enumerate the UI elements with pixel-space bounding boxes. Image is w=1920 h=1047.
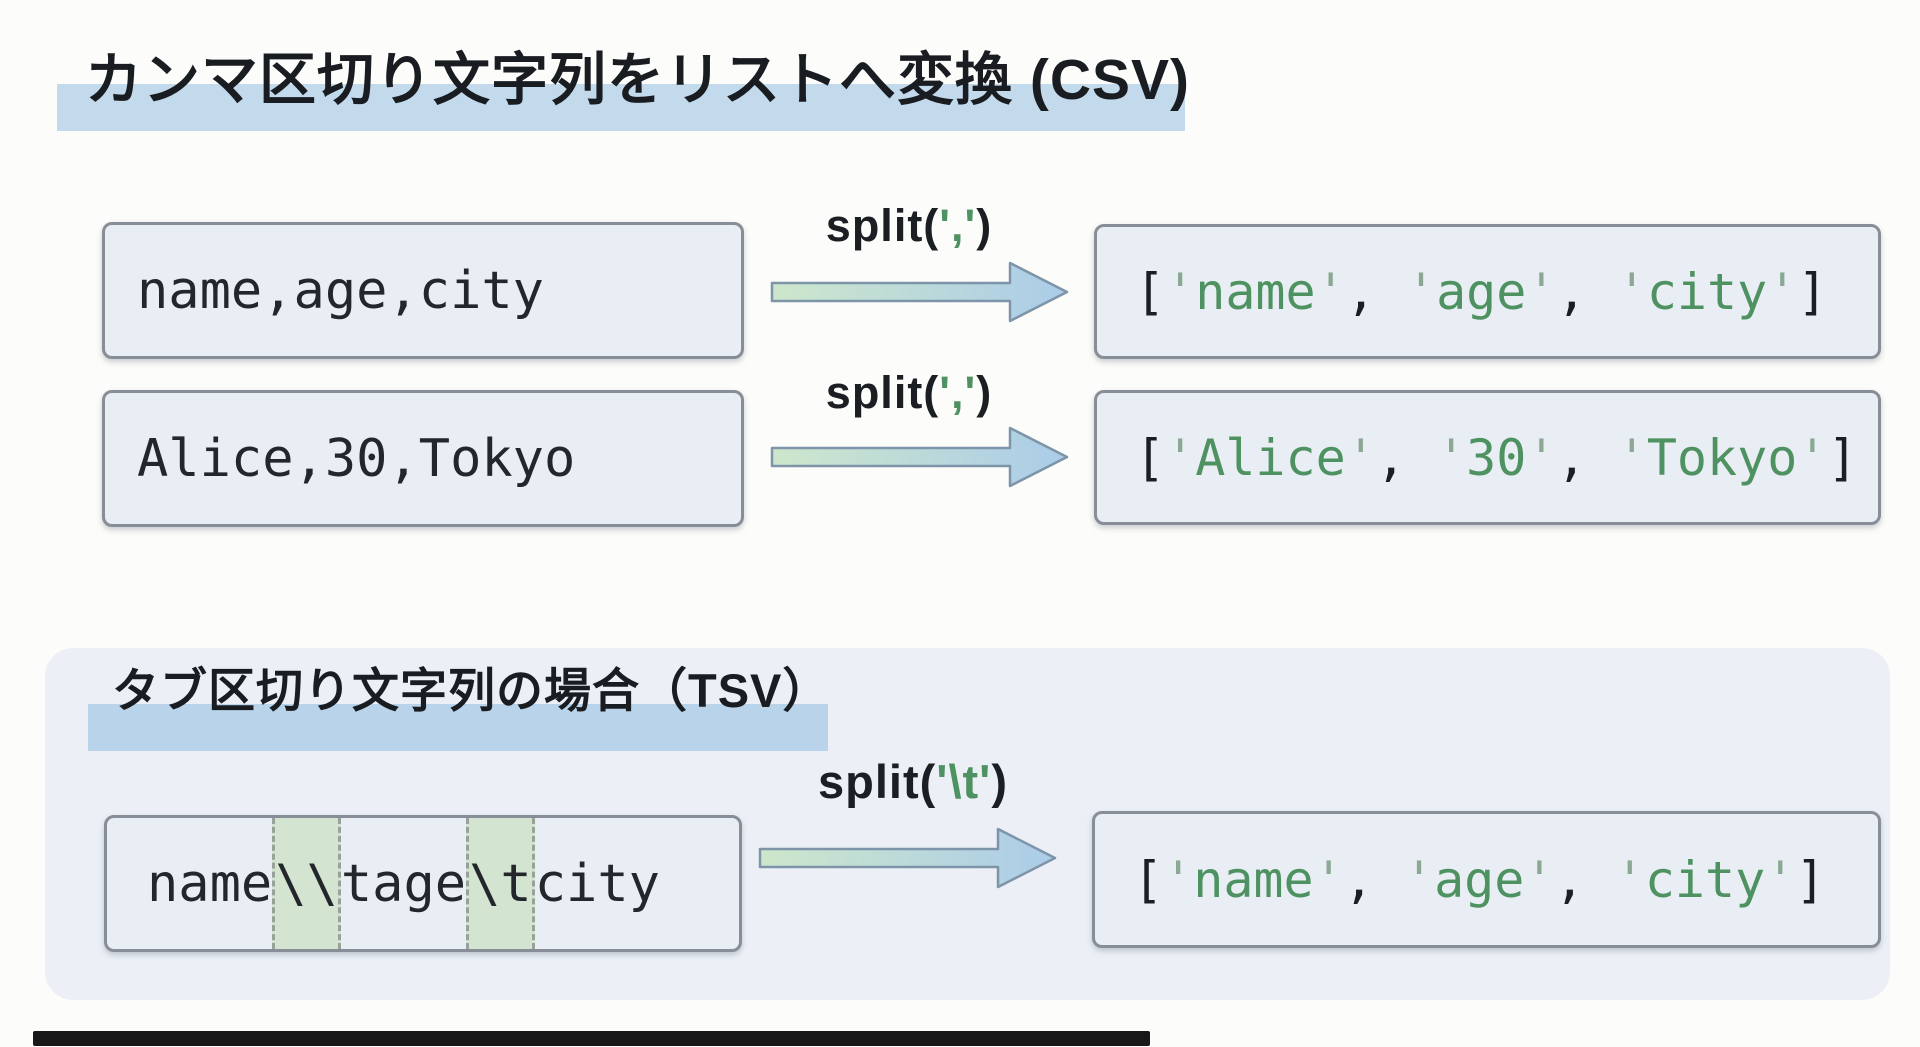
code-token: ' [1163, 850, 1194, 909]
code-token: ] [1795, 850, 1826, 909]
tab-separator-highlight: \t [466, 818, 535, 949]
tab-separator-highlight: \\ [272, 818, 341, 949]
code-token: ] [1827, 428, 1858, 487]
code-token: '\t' [936, 755, 992, 808]
code-token: ' [1526, 428, 1557, 487]
csv-row-input-text: Alice,30,Tokyo [137, 428, 576, 489]
code-token: age [1436, 262, 1527, 321]
split-tab-label: split('\t') [818, 754, 1008, 809]
code-token: ' [1524, 850, 1555, 909]
code-token: name [1195, 262, 1316, 321]
tab-text-segment: city [534, 853, 660, 914]
code-token: , [1375, 428, 1437, 487]
code-token: split( [825, 367, 940, 418]
code-token: ) [976, 367, 993, 418]
code-token: split( [818, 755, 937, 808]
csv-header-input-box: name,age,city [102, 222, 744, 359]
code-token: ] [1797, 262, 1828, 321]
code-token: ' [1405, 262, 1437, 321]
tab-text-segment: name [147, 853, 273, 914]
code-token: ) [991, 755, 1008, 808]
code-token: ' [1765, 850, 1796, 909]
code-token: ' [1403, 850, 1435, 909]
code-token: Tokyo [1646, 428, 1798, 487]
code-token: Alice [1195, 428, 1346, 487]
code-token: , [1556, 428, 1617, 487]
code-token: ' [1165, 262, 1196, 321]
code-token: ' [1797, 428, 1828, 487]
code-token: , [1554, 850, 1615, 909]
code-token: ' [1616, 428, 1647, 487]
csv-section-title: カンマ区切り文字列をリストへ変換 (CSV) [85, 48, 1190, 112]
code-token: [ [1133, 850, 1164, 909]
code-token: ) [976, 200, 993, 251]
code-token: ' [1526, 262, 1557, 321]
tab-text-segment: tage [340, 853, 467, 914]
code-token: ',' [939, 200, 977, 251]
code-token: ',' [939, 367, 977, 418]
code-token: , [1556, 262, 1617, 321]
code-token: ' [1616, 262, 1647, 321]
tsv-title-highlight [88, 704, 828, 751]
csv-header-input-text: name,age,city [137, 260, 544, 321]
csv-title-highlight [57, 84, 1185, 131]
code-token: city [1644, 850, 1766, 909]
bottom-bar [33, 1031, 1150, 1046]
code-token: ' [1313, 850, 1344, 909]
tsv-section-title: タブ区切り文字列の場合（TSV） [112, 664, 831, 717]
split-comma-label-1: split(',') [826, 200, 992, 252]
code-token: , [1345, 262, 1406, 321]
code-token: name [1193, 850, 1314, 909]
code-token: ' [1345, 428, 1376, 487]
csv-row-input-box: Alice,30,Tokyo [102, 390, 744, 527]
csv-row-output-box: ['Alice', '30', 'Tokyo'] [1094, 390, 1881, 525]
right-arrow-icon [758, 826, 1058, 895]
code-token: 30 [1466, 428, 1527, 487]
csv-header-output-box: ['name', 'age', 'city'] [1094, 224, 1881, 359]
code-token: , [1343, 850, 1404, 909]
code-token: [ [1135, 262, 1166, 321]
split-comma-label-2: split(',') [826, 367, 992, 419]
code-token: age [1434, 850, 1525, 909]
code-token: ' [1614, 850, 1645, 909]
code-token: ' [1767, 262, 1798, 321]
tsv-output-box: ['name', 'age', 'city'] [1092, 811, 1881, 948]
right-arrow-icon [770, 260, 1070, 329]
right-arrow-icon [770, 425, 1070, 494]
code-token: [ [1135, 428, 1166, 487]
code-token: ' [1315, 262, 1346, 321]
code-token: split( [825, 200, 940, 251]
code-token: city [1646, 262, 1768, 321]
code-token: ' [1165, 428, 1196, 487]
code-token: ' [1436, 428, 1467, 487]
